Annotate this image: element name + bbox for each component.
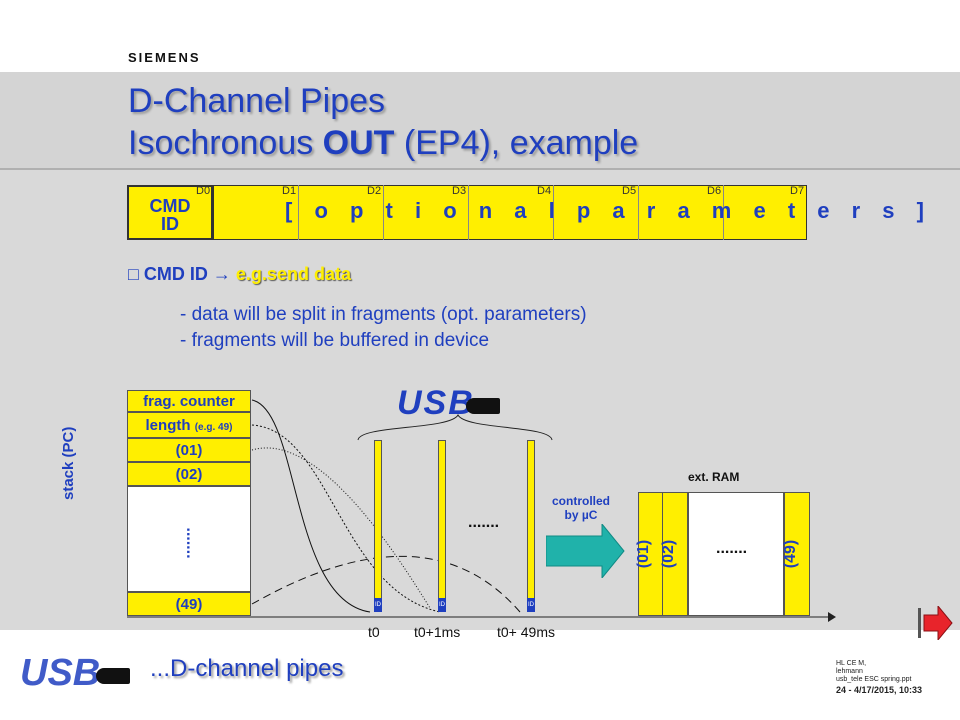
byte-label: D2 [367, 185, 382, 197]
stack-cell-49: (49) [127, 592, 251, 616]
cmd-label: CMD [149, 196, 191, 216]
ram-col-49-label: (49) [782, 539, 800, 569]
frame-id-label: ID [527, 598, 535, 612]
byte-label: D3 [452, 185, 467, 197]
stack-cell-01: (01) [127, 438, 251, 462]
footer-usb-logo: USB [20, 652, 101, 694]
usb-plug-icon [466, 398, 500, 414]
bullet-highlight: e.g.send data [235, 264, 351, 284]
tick-t0: t0 [368, 624, 380, 640]
byte-label: D0 [196, 185, 211, 197]
byte-divider [468, 185, 469, 240]
parameter-bar [213, 185, 807, 240]
footer-meta: lehmann [836, 668, 863, 675]
footer-meta: HL CE M, [836, 660, 867, 667]
next-slide-arrow-icon[interactable] [918, 606, 954, 640]
usb-logo: USB [397, 384, 475, 422]
optional-parameters-label: [ o p t i o n a l p a r a m e t e r s ] [285, 198, 932, 223]
footer-meta: usb_tele ESC spring.ppt [836, 676, 912, 683]
ram-col-01-label: (01) [635, 539, 653, 569]
bullet-prefix: CMD ID [143, 264, 208, 284]
ram-col-02-label: (02) [660, 539, 678, 569]
checkbox-bullet-icon: □ [128, 264, 139, 284]
footer-page-info: 24 - 4/17/2015, 10:33 [836, 685, 923, 695]
usb-frame-t0 [374, 440, 382, 612]
length-label: length [145, 417, 191, 434]
subtitle-post: (EP4), example [394, 124, 639, 162]
byte-divider [553, 185, 554, 240]
byte-label: D6 [707, 185, 722, 197]
byte-label: D1 [282, 185, 297, 197]
sub-bullet-buffer: - fragments will be buffered in device [180, 330, 490, 351]
byte-label: D7 [790, 185, 805, 197]
tick-t0-49ms: t0+ 49ms [497, 624, 555, 640]
ram-empty-area [688, 492, 784, 616]
right-arrow-icon: → [212, 264, 231, 284]
frame-id-label: ID [374, 598, 382, 612]
stack-cell-frag-counter: frag. counter [127, 390, 251, 412]
byte-divider [723, 185, 724, 240]
usb-frame-t49 [527, 440, 535, 612]
controlled-text: controlled [551, 494, 610, 508]
ram-ellipsis: ....... [716, 540, 748, 557]
id-label: ID [161, 214, 179, 234]
frames-ellipsis: ....... [468, 514, 500, 531]
brand-logo: SIEMENS [128, 50, 201, 65]
stack-cell-length: length (e.g. 49) [127, 412, 251, 438]
sub-bullet-text: fragments will be buffered in device [191, 330, 490, 351]
bullet-cmd-id: □ CMD ID → e.g.send data [128, 264, 351, 285]
byte-divider [638, 185, 639, 240]
byte-label: D4 [537, 185, 552, 197]
controlled-by-text: by µC [564, 508, 598, 522]
subtitle-bold: OUT [322, 124, 395, 162]
stack-empty-area [127, 486, 251, 592]
footer-title: ...D-channel pipes [150, 655, 344, 682]
title-band [0, 72, 960, 170]
usb-frame-t1 [438, 440, 446, 612]
footer-usb-plug-icon [96, 668, 130, 684]
ram-col-02 [662, 492, 688, 616]
tick-t0-1ms: t0+1ms [414, 624, 461, 640]
stack-cell-02: (02) [127, 462, 251, 486]
ram-title: ext. RAM [688, 470, 740, 484]
subtitle-pre: Isochronous [128, 124, 323, 162]
sub-bullet-text: data will be split in fragments (opt. pa… [191, 304, 587, 325]
length-note: (e.g. 49) [194, 422, 233, 433]
transfer-arrow-icon [546, 524, 625, 578]
byte-divider [298, 185, 299, 240]
page-subtitle: Isochronous OUT (EP4), example [128, 124, 638, 163]
page-title: D-Channel Pipes [128, 82, 386, 120]
frame-id-label: ID [438, 598, 446, 612]
sub-bullet-split: - data will be split in fragments (opt. … [180, 304, 587, 325]
byte-label: D5 [622, 185, 637, 197]
ram-col-49 [784, 492, 810, 616]
byte-divider [383, 185, 384, 240]
